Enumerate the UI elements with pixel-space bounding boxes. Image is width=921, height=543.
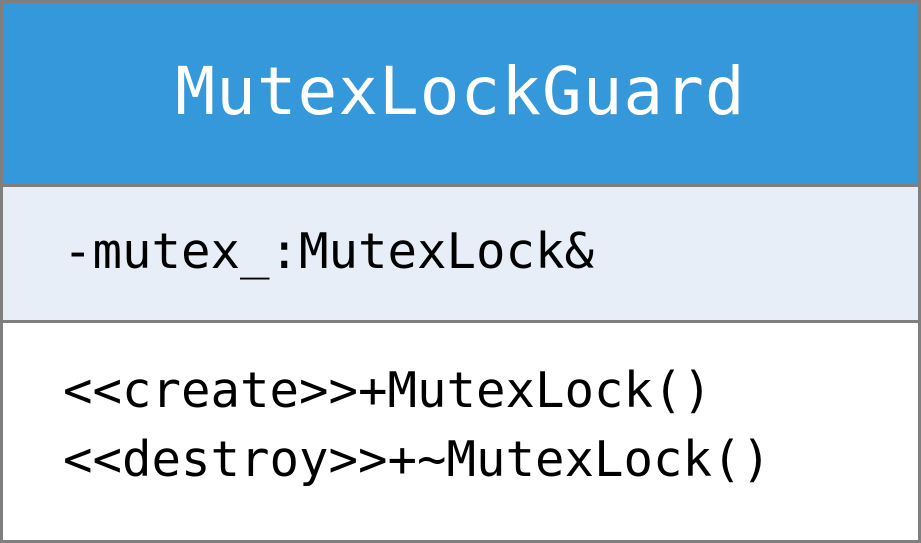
operation-destroy: <<destroy>>+~MutexLock() bbox=[63, 431, 772, 488]
class-name: MutexLockGuard bbox=[175, 52, 746, 130]
attributes-compartment: -mutex_:MutexLock& bbox=[3, 187, 918, 323]
operation-create: <<create>>+MutexLock() bbox=[63, 362, 713, 419]
attribute-mutex: -mutex_:MutexLock& bbox=[63, 223, 595, 280]
class-header: MutexLockGuard bbox=[3, 3, 918, 187]
operations-compartment: <<create>>+MutexLock() <<destroy>>+~Mute… bbox=[3, 323, 918, 540]
